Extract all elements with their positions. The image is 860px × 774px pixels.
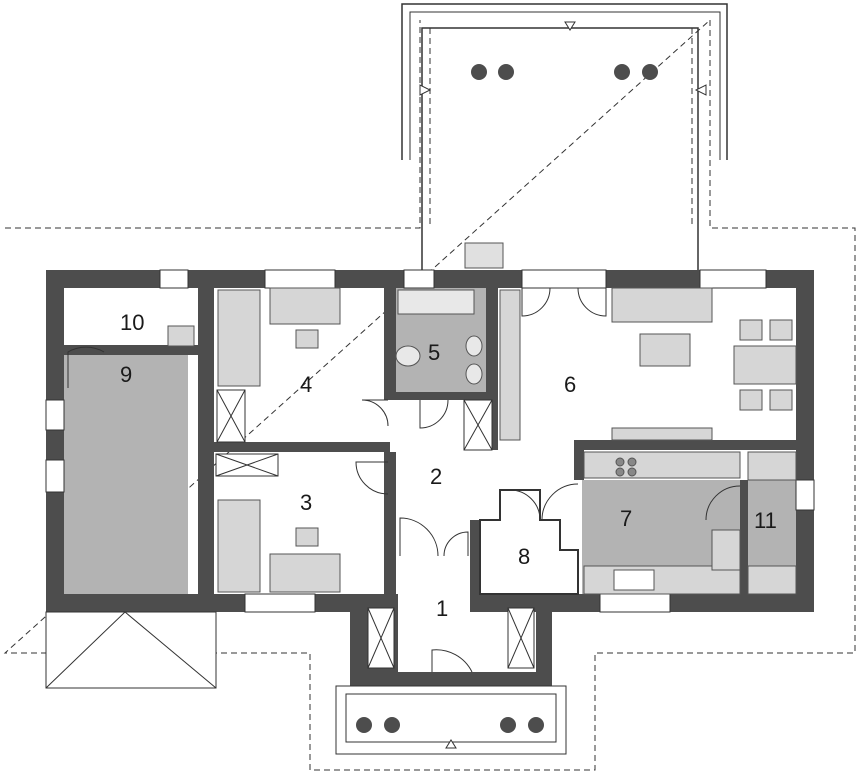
room-number-10: 10 bbox=[120, 310, 144, 335]
carport bbox=[45, 611, 217, 689]
room-number-9: 9 bbox=[120, 362, 132, 387]
room-8-outline bbox=[479, 489, 579, 595]
windows bbox=[45, 269, 815, 613]
room-9-floor bbox=[64, 352, 188, 610]
room-number-8: 8 bbox=[518, 544, 530, 569]
room-number-2: 2 bbox=[430, 464, 442, 489]
door-swings bbox=[67, 287, 741, 673]
furniture bbox=[167, 287, 797, 595]
room-number-11: 11 bbox=[754, 508, 777, 533]
room-number-3: 3 bbox=[300, 490, 312, 515]
room-number-5: 5 bbox=[428, 340, 440, 365]
room-number-7: 7 bbox=[620, 506, 632, 531]
rear-terrace bbox=[401, 3, 728, 270]
room-number-1: 1 bbox=[436, 596, 448, 621]
room-number-6: 6 bbox=[564, 372, 576, 397]
front-terrace bbox=[335, 685, 567, 755]
room-number-4: 4 bbox=[300, 372, 312, 397]
wardrobes bbox=[215, 389, 535, 669]
